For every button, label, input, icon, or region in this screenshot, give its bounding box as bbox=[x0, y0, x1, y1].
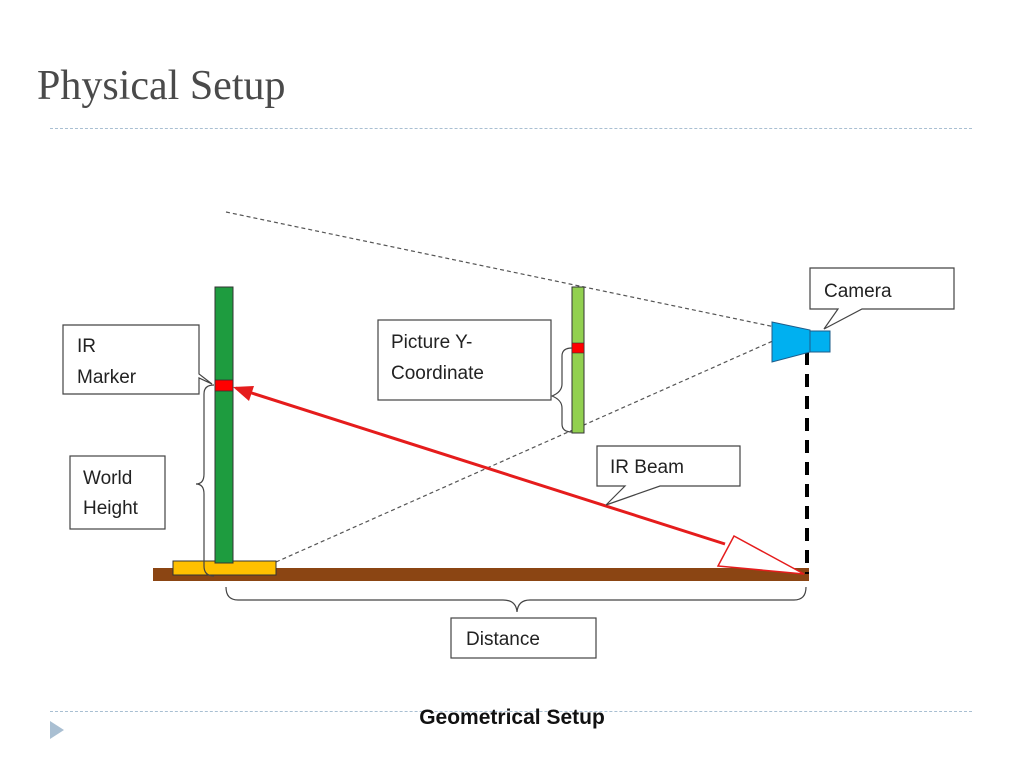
geometry-diagram: IR Marker World Height Picture Y- Coordi… bbox=[62, 211, 955, 659]
ir-beam-callout bbox=[596, 445, 741, 506]
ir-marker-label-line2: Marker bbox=[77, 367, 137, 388]
camera-lens-icon bbox=[771, 321, 811, 363]
camera-label: Camera bbox=[824, 281, 892, 302]
slide-title: Physical Setup bbox=[37, 63, 286, 109]
ir-marker-callout bbox=[62, 324, 213, 395]
title-divider bbox=[50, 128, 972, 129]
image-plane-pole bbox=[571, 286, 585, 434]
world-height-brace bbox=[195, 384, 215, 577]
picture-y-brace bbox=[550, 347, 573, 433]
distance-label: Distance bbox=[466, 629, 540, 650]
world-height-label-line1: World bbox=[83, 468, 132, 489]
ir-marker bbox=[214, 379, 234, 392]
ground-bar bbox=[153, 568, 809, 581]
ir-marker-label-line1: IR bbox=[77, 336, 96, 357]
picture-y-box bbox=[377, 319, 552, 401]
picture-y-label-line1: Picture Y- bbox=[391, 332, 472, 353]
camera-callout bbox=[809, 267, 955, 330]
world-height-box bbox=[69, 455, 166, 530]
distance-box bbox=[450, 617, 597, 659]
ir-beam-arrowhead bbox=[233, 386, 254, 401]
ir-beam-source-icon bbox=[716, 534, 805, 575]
camera-view-line-bottom bbox=[275, 339, 776, 563]
triangle-right-icon[interactable] bbox=[50, 721, 64, 739]
slide-caption: Geometrical Setup bbox=[419, 706, 605, 729]
picture-y-label-line2: Coordinate bbox=[391, 363, 484, 384]
footer-divider bbox=[50, 711, 972, 712]
world-height-label-line2: Height bbox=[83, 498, 139, 519]
ir-beam-label: IR Beam bbox=[610, 457, 684, 478]
camera-view-line-top bbox=[225, 211, 776, 328]
distance-brace bbox=[225, 586, 807, 613]
camera-body-icon bbox=[809, 330, 831, 353]
ir-beam-line bbox=[235, 386, 726, 546]
world-pole bbox=[214, 286, 234, 564]
picture-y-marker bbox=[571, 342, 585, 354]
